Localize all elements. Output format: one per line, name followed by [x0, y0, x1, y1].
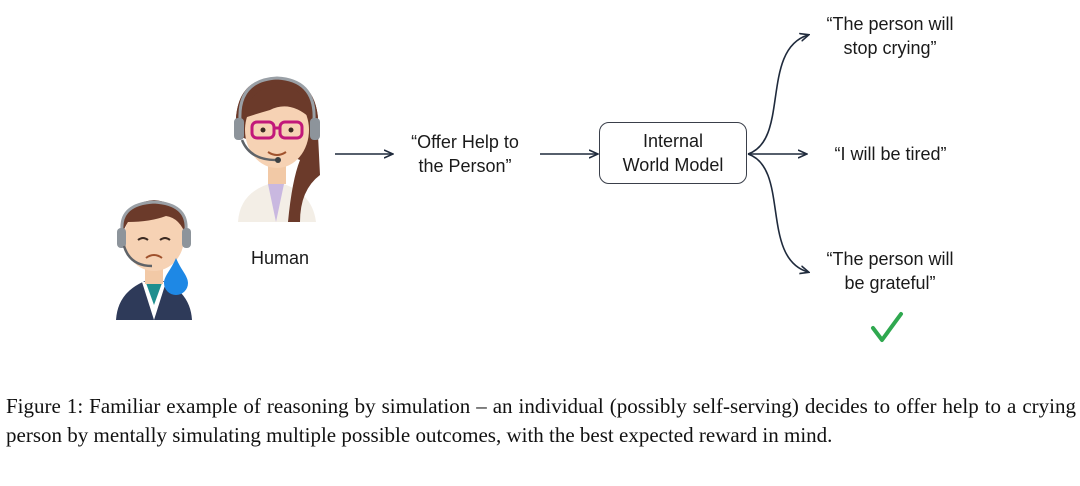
- action-label: “Offer Help to the Person”: [390, 130, 540, 178]
- internal-world-model-box: Internal World Model: [599, 122, 747, 184]
- action-label-line-1: “Offer Help to: [411, 132, 519, 152]
- green-check-icon: [871, 312, 903, 342]
- crying-person-avatar-icon: [116, 200, 192, 320]
- human-label: Human: [250, 248, 310, 268]
- woman-headset-avatar-icon: [234, 76, 320, 222]
- outcome-1-line-1: “The person will: [826, 14, 954, 34]
- outcome-1-line-2: stop crying”: [843, 38, 937, 58]
- outcome-3-line-1: “The person will: [826, 249, 954, 269]
- model-label-line-2: World Model: [622, 155, 724, 175]
- outcome-grateful: “The person will be grateful”: [805, 247, 975, 295]
- arrow-model-to-outcome-1: [747, 35, 808, 155]
- outcome-3-line-2: be grateful”: [844, 273, 936, 293]
- arrow-model-to-outcome-3: [747, 153, 808, 272]
- figure-caption: Figure 1: Familiar example of reasoning …: [6, 394, 1076, 447]
- model-label-line-1: Internal: [642, 131, 704, 151]
- outcome-stop-crying: “The person will stop crying”: [805, 12, 975, 60]
- diagram-canvas: [116, 0, 903, 342]
- figure-diagram: Human “Offer Help to the Person” Interna…: [116, 0, 975, 342]
- action-label-line-2: the Person”: [418, 156, 512, 176]
- outcome-2-line-1: “I will be tired”: [834, 144, 947, 164]
- teardrop-icon: [164, 258, 188, 295]
- outcome-tired: “I will be tired”: [808, 142, 973, 166]
